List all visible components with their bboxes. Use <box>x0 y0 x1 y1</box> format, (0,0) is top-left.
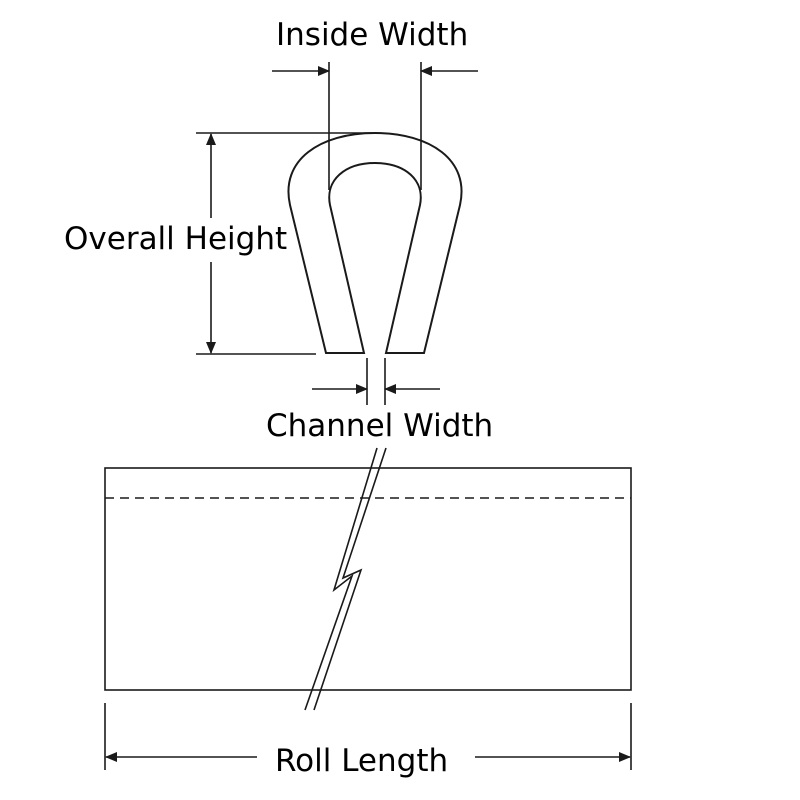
trim-roll-strip <box>104 467 632 691</box>
roll-length-dimension <box>104 703 632 770</box>
channel-width-label: Channel Width <box>266 408 494 444</box>
inside-width-dimension <box>272 62 478 190</box>
overall-height-dimension <box>196 132 372 355</box>
trim-profile <box>287 131 463 354</box>
break-symbol <box>304 447 387 711</box>
overall-height-label: Overall Height <box>64 221 288 257</box>
inside-width-label: Inside Width <box>276 17 469 53</box>
roll-length-label: Roll Length <box>275 743 449 779</box>
channel-width-dimension <box>312 358 440 405</box>
